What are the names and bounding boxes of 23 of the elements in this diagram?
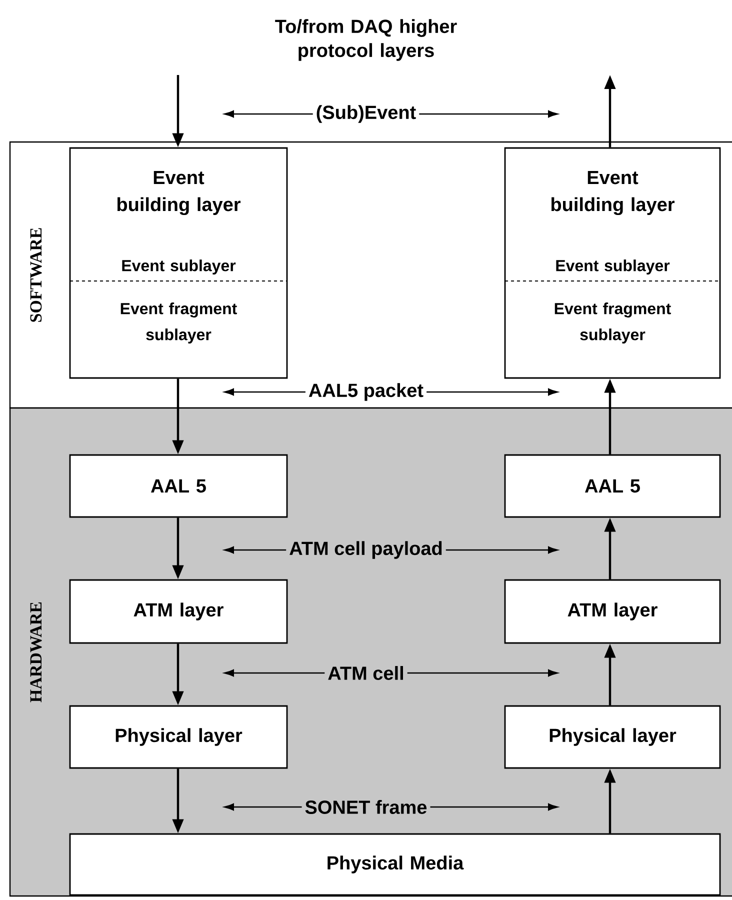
- layer-box: AAL 5: [504, 454, 721, 518]
- caption-label: To/from DAQ higher protocol layers: [275, 19, 457, 61]
- flow-label: ATM cell payload: [286, 538, 446, 562]
- layer-box: [504, 147, 721, 379]
- flow-label: SONET frame: [302, 797, 430, 817]
- layer-box: ATM layer: [69, 579, 288, 644]
- sublayer-label: Event fragment sublayer: [554, 302, 671, 344]
- sublayer-label: Event fragment sublayer: [120, 302, 237, 344]
- layer-box: Physical layer: [504, 705, 721, 769]
- layer-box: Physical Media: [69, 833, 721, 896]
- layer-box: [69, 147, 288, 379]
- layer-heading: Event building layer: [117, 170, 240, 216]
- flow-label: ATM cell: [324, 663, 408, 683]
- flow-label: (Sub)Event: [312, 102, 420, 126]
- band-label: SOFTWARE: [29, 226, 43, 324]
- layer-box: ATM layer: [504, 579, 721, 644]
- band-label: HARDWARE: [29, 600, 43, 704]
- flow-label: AAL5 packet: [305, 380, 427, 404]
- layer-heading: Event building layer: [551, 170, 675, 216]
- sublayer-label: Event sublayer: [556, 260, 670, 274]
- layer-box: Physical layer: [69, 705, 288, 769]
- layer-box: AAL 5: [69, 454, 288, 518]
- sublayer-label: Event sublayer: [122, 260, 236, 274]
